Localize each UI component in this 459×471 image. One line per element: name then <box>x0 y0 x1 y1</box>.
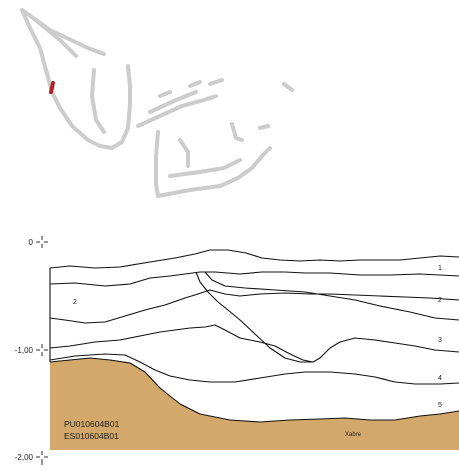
map-channel-south-2 <box>168 158 242 178</box>
map-channel-vertical <box>154 130 160 198</box>
map-small-stroke-a <box>158 90 172 98</box>
map-bank-east-2 <box>148 90 198 114</box>
depth-tick-0-label: 0 <box>29 238 34 247</box>
depth-tick-0-mark <box>36 236 48 248</box>
map-small-stroke-e <box>258 124 270 130</box>
strata-boundaries <box>49 249 459 423</box>
map-channel-south <box>156 146 272 198</box>
boundary-4 <box>49 353 459 385</box>
boundary-2 <box>49 289 459 324</box>
sample-code-pu: PU010604B01 <box>64 419 120 429</box>
depth-tick-1-mark <box>36 344 48 356</box>
substrate-fill <box>50 358 459 450</box>
layer-label-2: 2 <box>438 297 442 304</box>
inner-lens-left <box>195 271 313 363</box>
depth-tick-1-label: -1,00 <box>15 346 34 355</box>
inner-lens-right <box>204 271 459 321</box>
inner-layer-label: 2 <box>73 299 77 306</box>
map-small-stroke-d <box>230 122 244 142</box>
map-channel-inner <box>178 138 190 168</box>
map-small-stroke-c <box>282 82 294 92</box>
boundary-5 <box>49 357 459 423</box>
map-inner-stroke-a <box>90 68 106 134</box>
map-outline-west <box>20 8 132 150</box>
boundary-1 <box>49 271 459 287</box>
depth-scale <box>36 236 48 465</box>
surface-line <box>49 249 459 269</box>
sample-code-es: ES010604B01 <box>64 431 119 441</box>
layer-label-1: 1 <box>438 265 442 272</box>
substrate-label: Xabre <box>345 432 362 438</box>
map-bank-east <box>136 94 218 128</box>
layer-label-3: 3 <box>438 337 442 344</box>
location-marker <box>49 81 55 94</box>
map-inner-stroke-b <box>36 20 78 58</box>
layer-label-4: 4 <box>438 375 442 382</box>
location-sketch-map <box>20 8 294 198</box>
map-small-stroke-b <box>188 78 224 88</box>
depth-tick-2-label: -2,00 <box>15 453 34 462</box>
layer-label-5: 5 <box>438 402 442 409</box>
depth-tick-2-mark <box>36 451 48 465</box>
boundary-3 <box>49 324 459 363</box>
